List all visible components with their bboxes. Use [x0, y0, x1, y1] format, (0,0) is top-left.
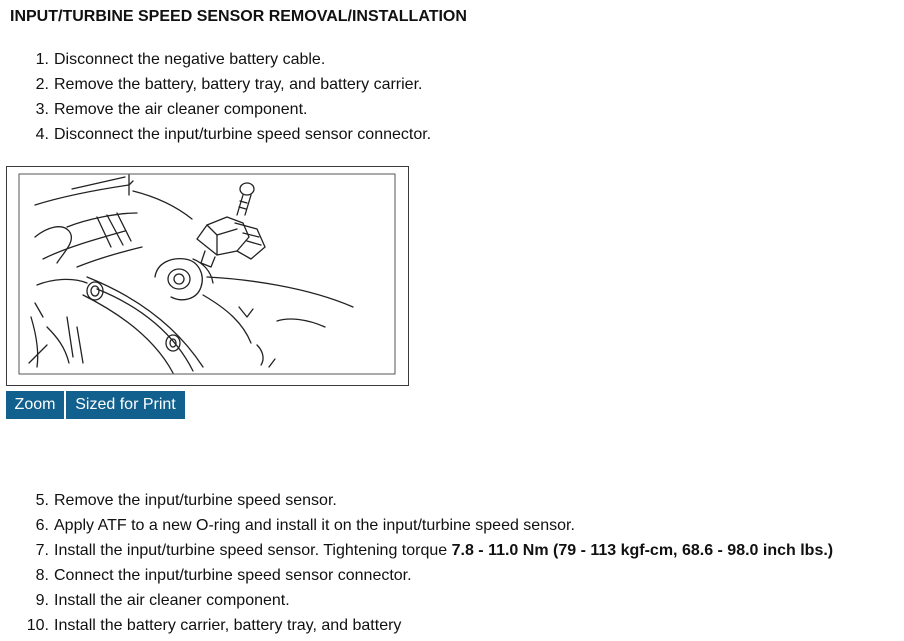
step-number: 9. [35, 592, 49, 609]
sized-for-print-button[interactable]: Sized for Print [66, 391, 185, 419]
sensor-diagram-figure[interactable] [6, 166, 409, 386]
step-text-with-torque: Install the input/turbine speed sensor. … [54, 538, 833, 563]
step-number: 1. [35, 51, 49, 68]
step-text: Connect the input/turbine speed sensor c… [54, 567, 412, 584]
step-text: Install the battery carrier, battery tra… [54, 617, 402, 634]
step-text: Disconnect the negative battery cable. [54, 51, 326, 68]
page-title: INPUT/TURBINE SPEED SENSOR REMOVAL/INSTA… [10, 8, 467, 25]
step-text: Remove the battery, battery tray, and ba… [54, 76, 423, 93]
step-number: 2. [35, 76, 49, 93]
step-text: Install the air cleaner component. [54, 592, 290, 609]
step-number: 4. [35, 126, 49, 143]
step-number: 3. [35, 101, 49, 118]
step-number: 8. [35, 567, 49, 584]
step-number: 10. [26, 617, 49, 634]
step-text: Install the input/turbine speed sensor. … [54, 542, 452, 559]
step-text: Remove the input/turbine speed sensor. [54, 492, 337, 509]
step-number: 6. [35, 517, 49, 534]
step-text: Disconnect the input/turbine speed senso… [54, 126, 432, 143]
step-text: Apply ATF to a new O-ring and install it… [54, 517, 575, 534]
step-number: 7. [35, 542, 49, 559]
zoom-button[interactable]: Zoom [6, 391, 64, 419]
step-number: 5. [35, 492, 49, 509]
sensor-line-drawing [18, 173, 396, 375]
step-text: Remove the air cleaner component. [54, 101, 308, 118]
torque-spec: 7.8 - 11.0 Nm (79 - 113 kgf-cm, 68.6 - 9… [451, 542, 834, 559]
